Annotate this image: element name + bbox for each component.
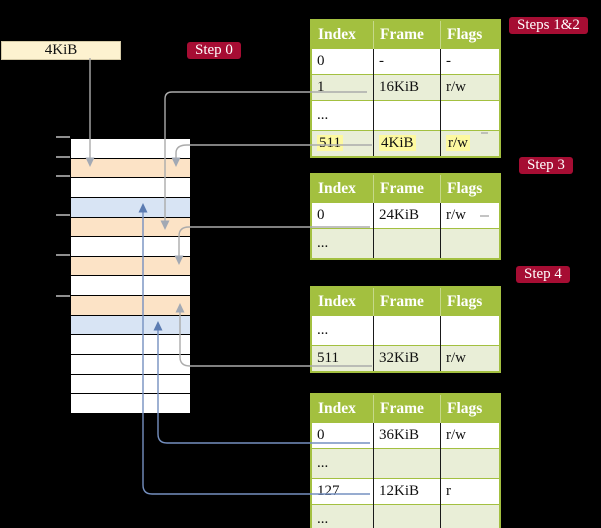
cell-index: 511 xyxy=(311,345,374,372)
physical-memory-stack xyxy=(70,138,191,414)
memory-frame-4 xyxy=(71,217,190,238)
cell-frame xyxy=(373,100,441,131)
address-tick xyxy=(56,156,70,158)
memory-frame-12 xyxy=(71,374,190,395)
table-row-ellipsis: ... xyxy=(311,228,500,259)
cell-index: ... xyxy=(311,315,374,346)
cell-frame: - xyxy=(373,48,441,75)
cell-frame: 4KiB xyxy=(373,130,441,157)
table-row: 127 12KiB r xyxy=(311,478,500,505)
cell-flags: r/w xyxy=(440,422,500,449)
cell-flags: r/w xyxy=(440,130,500,157)
cell-flags: r/w xyxy=(440,74,500,101)
page-size-label: 4KiB xyxy=(44,42,78,58)
cell-frame: 36KiB xyxy=(373,422,441,449)
memory-frame-13 xyxy=(71,394,190,413)
badge-step-0: Step 0 xyxy=(187,42,241,59)
memory-frame-3 xyxy=(71,197,190,218)
table-row: 0 - - xyxy=(311,48,500,75)
col-header-frame: Frame xyxy=(373,287,441,316)
memory-frame-1 xyxy=(71,158,190,179)
memory-frame-7 xyxy=(71,276,190,297)
col-header-flags: Flags xyxy=(440,394,500,423)
cell-flags xyxy=(440,504,500,528)
col-header-flags: Flags xyxy=(440,20,500,49)
cell-index: 0 xyxy=(311,422,374,449)
cell-frame xyxy=(373,504,441,528)
table-header-row: Index Frame Flags xyxy=(311,20,500,49)
cell-flags: r xyxy=(440,478,500,505)
col-header-flags: Flags xyxy=(440,174,500,203)
table-row-ellipsis: ... xyxy=(311,448,500,479)
address-tick xyxy=(56,214,70,216)
address-tick xyxy=(56,136,70,138)
table-row: 511 32KiB r/w xyxy=(311,345,500,372)
table-row-ellipsis: ... xyxy=(311,315,500,346)
badge-step-4: Step 4 xyxy=(516,266,570,283)
table-row-highlighted: 511 4KiB r/w xyxy=(311,130,500,157)
address-tick xyxy=(56,295,70,297)
address-tick xyxy=(56,254,70,256)
memory-frame-9 xyxy=(71,315,190,336)
table-row: 0 36KiB r/w xyxy=(311,422,500,449)
cell-flags xyxy=(440,448,500,479)
memory-frame-0 xyxy=(71,139,190,159)
memory-frame-6 xyxy=(71,256,190,277)
cell-flags: r/w xyxy=(440,202,500,229)
col-header-frame: Frame xyxy=(373,20,441,49)
cell-frame xyxy=(373,315,441,346)
memory-frame-11 xyxy=(71,355,190,375)
cell-flags xyxy=(440,228,500,259)
cell-flags: r/w xyxy=(440,345,500,372)
page-table-final: Index Frame Flags 0 36KiB r/w ... 127 12… xyxy=(310,393,501,528)
cell-flags xyxy=(440,100,500,131)
cell-index: 511 xyxy=(311,130,374,157)
page-table-steps12: Index Frame Flags 0 - - 1 16KiB r/w ... … xyxy=(310,19,501,158)
col-header-frame: Frame xyxy=(373,174,441,203)
memory-frame-2 xyxy=(71,178,190,198)
cell-index: ... xyxy=(311,504,374,528)
memory-frame-8 xyxy=(71,296,190,316)
col-header-frame: Frame xyxy=(373,394,441,423)
table-row: 1 16KiB r/w xyxy=(311,74,500,101)
cell-flags: - xyxy=(440,48,500,75)
badge-steps-1-2: Steps 1&2 xyxy=(509,17,588,34)
cell-index: ... xyxy=(311,448,374,479)
cell-index: ... xyxy=(311,228,374,259)
table-row: 0 24KiB r/w xyxy=(311,202,500,229)
table-row-ellipsis: ... xyxy=(311,100,500,131)
cell-frame xyxy=(373,228,441,259)
cell-frame: 16KiB xyxy=(373,74,441,101)
table-header-row: Index Frame Flags xyxy=(311,394,500,423)
cell-flags xyxy=(440,315,500,346)
badge-step-3: Step 3 xyxy=(519,157,573,174)
address-tick xyxy=(56,175,70,177)
col-header-flags: Flags xyxy=(440,287,500,316)
cell-frame: 12KiB xyxy=(373,478,441,505)
cell-frame: 24KiB xyxy=(373,202,441,229)
col-header-index: Index xyxy=(311,174,374,203)
table-header-row: Index Frame Flags xyxy=(311,174,500,203)
memory-frame-5 xyxy=(71,237,190,257)
col-header-index: Index xyxy=(311,394,374,423)
cell-frame xyxy=(373,448,441,479)
cell-index: 1 xyxy=(311,74,374,101)
col-header-index: Index xyxy=(311,287,374,316)
page-table-step3: Index Frame Flags 0 24KiB r/w ... xyxy=(310,173,501,260)
cell-index: ... xyxy=(311,100,374,131)
cell-index: 127 xyxy=(311,478,374,505)
page-table-step4: Index Frame Flags ... 511 32KiB r/w xyxy=(310,286,501,373)
memory-frame-10 xyxy=(71,335,190,356)
table-row-ellipsis: ... xyxy=(311,504,500,528)
table-header-row: Index Frame Flags xyxy=(311,287,500,316)
page-size-box: 4KiB xyxy=(1,41,121,60)
cell-index: 0 xyxy=(311,48,374,75)
cell-frame: 32KiB xyxy=(373,345,441,372)
col-header-index: Index xyxy=(311,20,374,49)
cell-index: 0 xyxy=(311,202,374,229)
